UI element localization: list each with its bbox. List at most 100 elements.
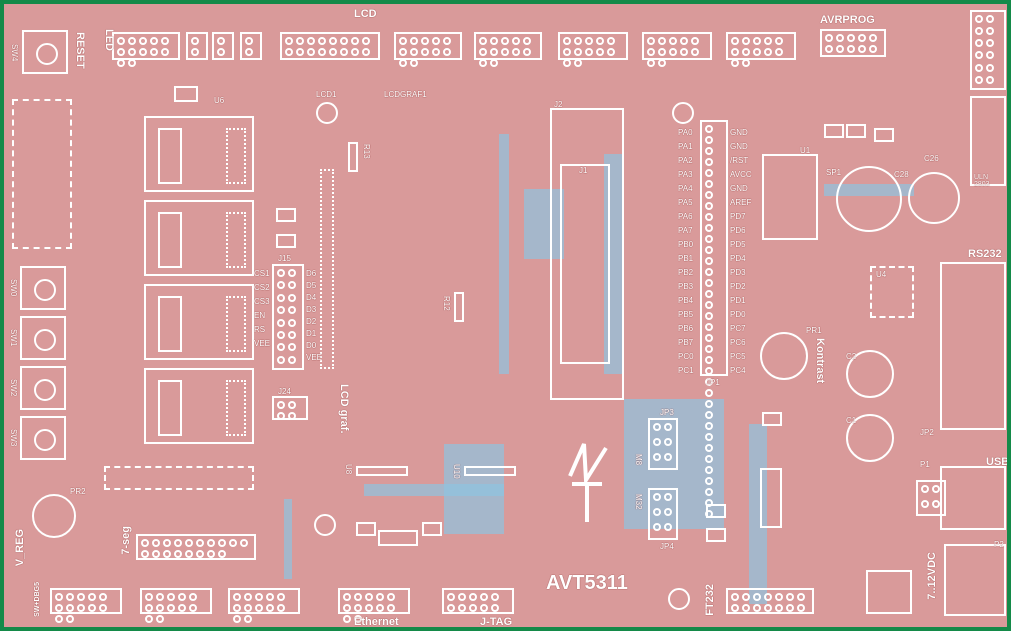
- label-c2: C2: [846, 352, 857, 361]
- capacitor-small: [824, 124, 844, 138]
- switch-sw0: [20, 266, 66, 310]
- header-j13: [558, 32, 628, 67]
- connector-small: [866, 570, 912, 614]
- label-usb: USB: [986, 456, 1010, 468]
- label-ethernet: Ethernet: [354, 616, 399, 628]
- ic-u6: [174, 86, 198, 102]
- pin-label: CS2: [254, 283, 270, 292]
- label-v-reg: V_REG: [14, 529, 26, 567]
- pin-label: PC6: [730, 338, 746, 347]
- pin-pad: [705, 169, 713, 177]
- pin-pad: [705, 213, 713, 221]
- trace: [284, 499, 292, 579]
- pin-label: D0: [306, 341, 317, 350]
- pin-label: PA1: [678, 142, 693, 151]
- header-j10-7seg: [136, 534, 256, 560]
- pin-label: GND: [730, 128, 748, 137]
- capacitor-small: [276, 208, 296, 222]
- pin-label: AVCC: [730, 170, 752, 179]
- pin-label: CS1: [254, 269, 270, 278]
- pin-pad: [705, 455, 713, 463]
- label-lcd1: LCD1: [316, 90, 337, 99]
- header-j24: [272, 396, 308, 420]
- pin-label: PD6: [730, 226, 746, 235]
- label-j24: J24: [278, 387, 291, 396]
- pin-label: PB2: [678, 268, 694, 277]
- header-lcd: [280, 32, 380, 60]
- regulator-u1: [762, 154, 818, 240]
- ic-small: [378, 530, 418, 546]
- label-r13: R13: [362, 144, 371, 159]
- pin-label: PB7: [678, 338, 694, 347]
- label-jp3: JP3: [660, 408, 674, 417]
- pin-pad: [705, 257, 713, 265]
- capacitor-c28: [908, 172, 960, 224]
- pin-label: PA4: [678, 184, 693, 193]
- label-sw4: SW4: [10, 44, 19, 62]
- mount-hole-lcd1: [316, 102, 338, 124]
- pin-label: D5: [306, 281, 317, 290]
- connector-rs232: [940, 262, 1006, 430]
- label-j15: J15: [278, 254, 291, 263]
- avt-logo-icon: [568, 443, 608, 522]
- label-u10: U10: [452, 464, 461, 479]
- buzzer-sp1: [836, 166, 902, 232]
- header-outputs: [970, 10, 1006, 90]
- header-j14: [642, 32, 712, 67]
- pin-pad: [705, 312, 713, 320]
- capacitor-c2: [846, 350, 894, 398]
- pin-pad: [705, 246, 713, 254]
- pin-label: D1: [306, 329, 317, 338]
- header-ft232: [726, 588, 814, 614]
- label-c26: C26: [924, 154, 939, 163]
- label-c1: C1: [846, 416, 857, 425]
- connector-power-p2: [944, 544, 1006, 616]
- pin-label: PD4: [730, 254, 746, 263]
- label-lcd-graf: LCD graf.: [338, 384, 350, 434]
- pin-label: GND: [730, 184, 748, 193]
- header-jp4: [648, 488, 678, 540]
- pin-pad: [705, 411, 713, 419]
- header-j18: [140, 588, 212, 623]
- ic-ft232: [760, 468, 782, 528]
- pin-label: PC0: [678, 352, 694, 361]
- pin-pad: [705, 433, 713, 441]
- pin-pad: [705, 158, 713, 166]
- resistor-r12: [454, 292, 464, 322]
- pin-label: PA0: [678, 128, 693, 137]
- pin-pad: [705, 389, 713, 397]
- capacitor-small: [706, 504, 726, 518]
- pin-label: D2: [306, 317, 317, 326]
- reset-switch: [22, 30, 68, 74]
- label-jp2: JP2: [920, 428, 934, 437]
- pin-label: PA5: [678, 198, 693, 207]
- label-7-12vdc: 7..12VDC: [926, 552, 938, 600]
- pin-pad: [705, 488, 713, 496]
- header-j11: [726, 32, 796, 67]
- label-sw-dbg: SW+DBG5: [34, 582, 41, 617]
- pin-pad: [705, 323, 713, 331]
- pin-label: PD3: [730, 268, 746, 277]
- ic-u8: [356, 466, 408, 476]
- pin-label: D4: [306, 293, 317, 302]
- pin-pad: [705, 180, 713, 188]
- pin-pad: [705, 136, 713, 144]
- pin-label: PB1: [678, 254, 694, 263]
- header-j10: [394, 32, 462, 67]
- label-u4: U4: [876, 270, 887, 279]
- ic-u4: [870, 266, 914, 318]
- header-j16: [474, 32, 542, 67]
- pin-pad: [705, 202, 713, 210]
- resistor-array: [104, 466, 254, 490]
- pin-pad: [705, 367, 713, 375]
- capacitor-c1: [846, 414, 894, 462]
- capacitor-small: [356, 522, 376, 536]
- label-sw2: SW2: [9, 379, 18, 397]
- pin-label: PD5: [730, 240, 746, 249]
- mount-hole: [314, 514, 336, 536]
- relay-1: [144, 116, 254, 192]
- switch-sw1: [20, 316, 66, 360]
- label-sw0: SW0: [9, 279, 18, 297]
- pin-pad: [705, 125, 713, 133]
